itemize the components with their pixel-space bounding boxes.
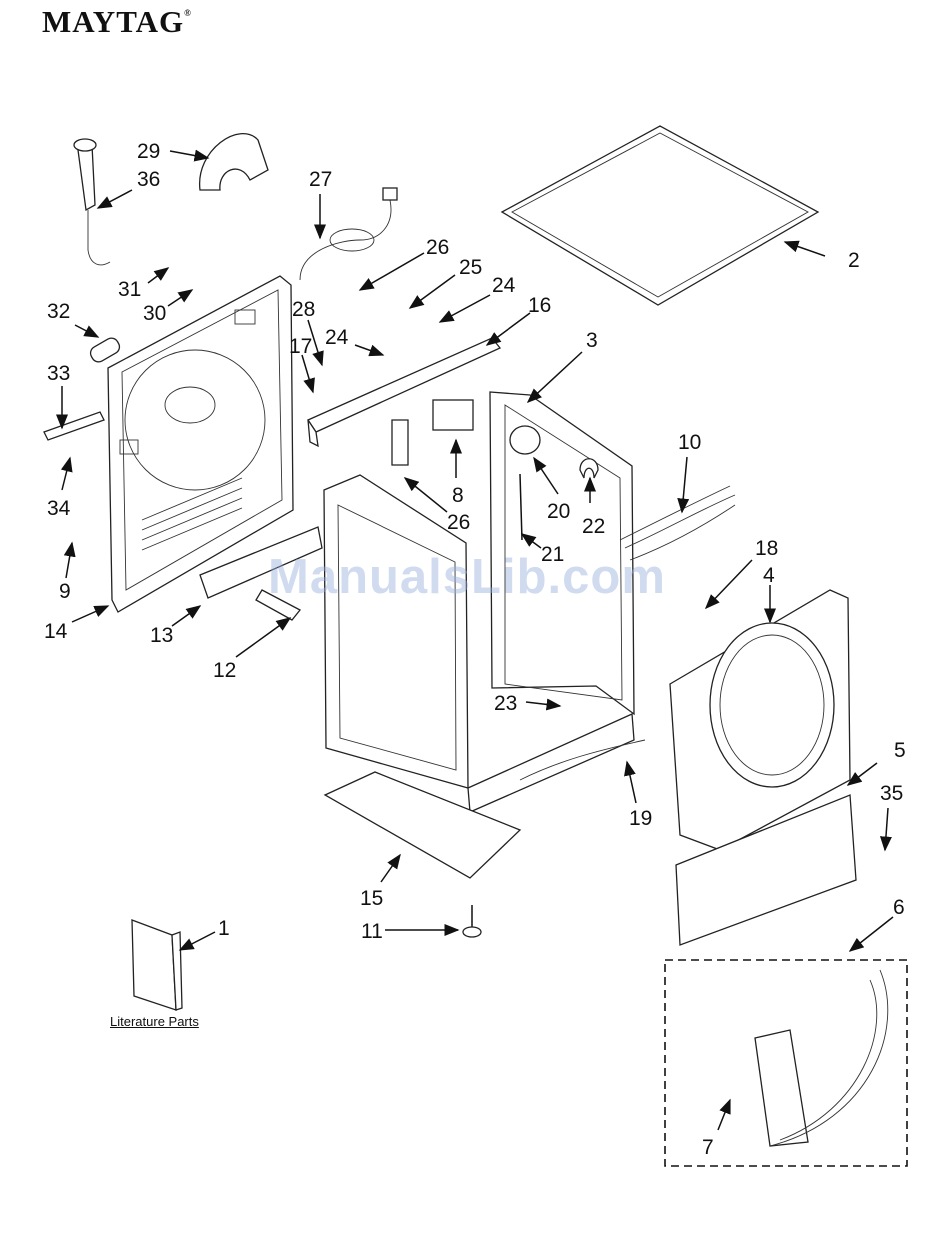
callout-8: 8 — [452, 484, 464, 507]
callout-16: 16 — [528, 294, 551, 317]
callout-30: 29 — [137, 140, 160, 163]
callout-1: 1 — [218, 917, 230, 940]
callout-12: 12 — [213, 659, 236, 682]
callout-18: 18 — [755, 537, 778, 560]
callout-15: 15 — [360, 887, 383, 910]
callout-22: 22 — [582, 515, 605, 538]
part-8-pressure-switch — [433, 400, 473, 430]
callout-20: 20 — [547, 500, 570, 523]
part-30-hose-bracket — [200, 134, 268, 190]
callout-26: 26 — [447, 511, 470, 534]
callout-2: 2 — [848, 249, 860, 272]
callout-27: 26 — [426, 236, 449, 259]
callout-24-upper: 24 — [492, 274, 516, 297]
callout-34: 33 — [47, 362, 70, 385]
callout-13: 13 — [150, 624, 173, 647]
callout-4: 4 — [763, 564, 775, 587]
callout-25: 25 — [459, 256, 482, 279]
part-34-bracket — [44, 412, 104, 440]
callout-11: 11 — [361, 920, 383, 943]
callout-7: 7 — [702, 1136, 714, 1159]
callout-24-lower: 24 — [325, 326, 349, 349]
callout-10: 10 — [678, 431, 701, 454]
callout-17: 17 — [289, 335, 312, 358]
part-20-bearing — [510, 426, 540, 454]
callout-19: 19 — [629, 807, 652, 830]
callout-33: 32 — [47, 300, 70, 323]
callout-14: 14 — [44, 620, 68, 643]
callout-5: 5 — [894, 739, 906, 762]
callout-28: 27 — [309, 168, 332, 191]
literature-parts-caption: Literature Parts — [110, 1014, 199, 1029]
part-36-drain-hose — [74, 139, 110, 265]
callout-31: 30 — [143, 302, 166, 325]
callout-3: 3 — [586, 329, 598, 352]
part-6-door-seal — [755, 970, 888, 1146]
part-26-hose — [392, 420, 408, 465]
part-33-grommet — [88, 336, 122, 365]
callout-35-left: 34 — [47, 497, 71, 520]
callout-29: 28 — [292, 298, 315, 321]
callout-9: 9 — [59, 580, 71, 603]
part-1-literature-booklet — [132, 920, 182, 1010]
callout-6: 6 — [893, 896, 905, 919]
callout-23: 23 — [494, 692, 517, 715]
part-28-wire-harness — [300, 188, 397, 280]
watermark: ManualsLib.com — [268, 549, 666, 605]
callout-36: 36 — [137, 168, 160, 191]
part-2-top-panel — [502, 126, 818, 305]
callout-35-right: 35 — [880, 782, 903, 805]
part-11-leveling-foot — [463, 905, 481, 937]
callout-32: 31 — [118, 278, 141, 301]
